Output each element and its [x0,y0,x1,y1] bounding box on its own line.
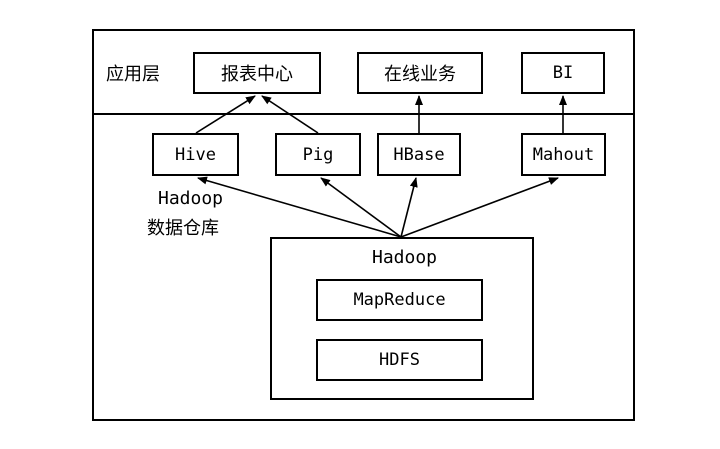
pig-box: Pig [275,133,361,176]
hadoop-title: Hadoop [372,247,438,268]
hive-box: Hive [152,133,239,176]
arrow-hadoop-to-hive [197,176,402,238]
arrow-hive-to-report-center [195,95,256,134]
warehouse-label-line1: Hadoop [158,188,224,209]
hbase-box: HBase [377,133,461,176]
application-layer-divider [92,113,635,115]
bi-box: BI [521,52,605,94]
mapreduce-box: MapReduce [316,279,483,321]
hdfs-box: HDFS [316,339,483,381]
arrow-hadoop-to-mahout [400,177,559,238]
application-layer-label: 应用层 [106,64,160,85]
arrow-hadoop-to-pig [320,177,402,238]
report-center-box: 报表中心 [193,52,321,94]
architecture-frame [92,29,635,421]
arrow-hadoop-to-hbase [400,177,418,238]
arrow-pig-to-report-center [261,95,319,134]
hadoop-container [270,237,534,400]
online-business-box: 在线业务 [357,52,483,94]
mahout-box: Mahout [521,133,606,176]
warehouse-label-line2: 数据仓库 [147,218,219,239]
